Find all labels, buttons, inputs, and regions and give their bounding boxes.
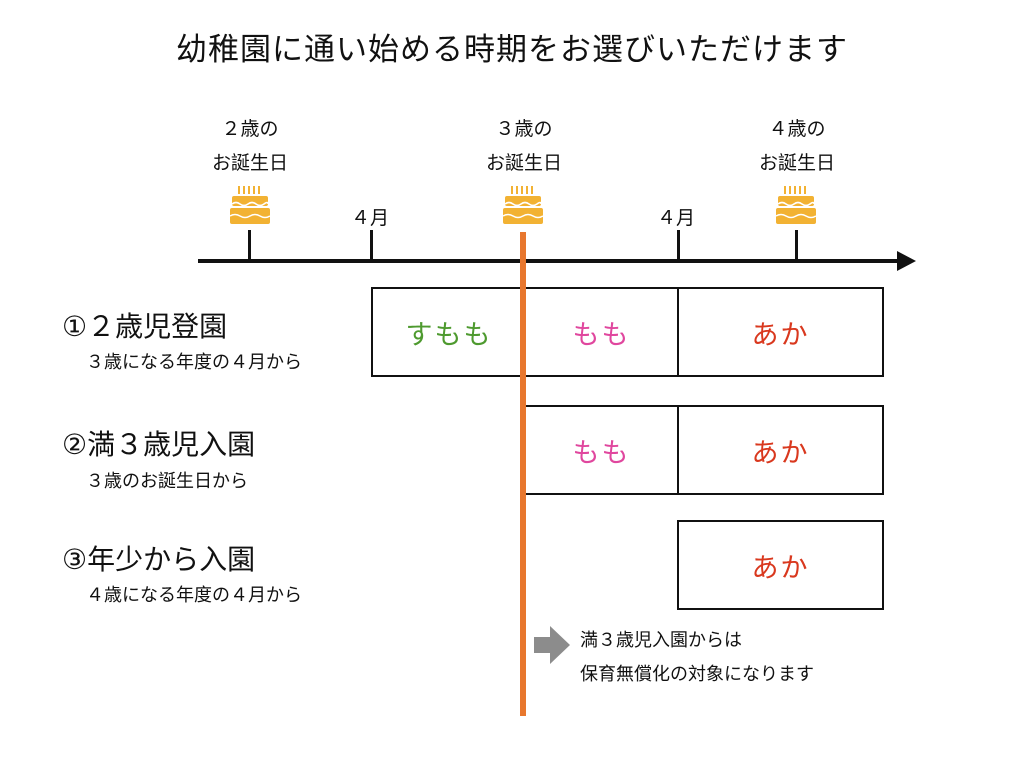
option-1-title: ①２歳児登園 — [62, 310, 228, 343]
birthday-cake-icon — [229, 186, 271, 224]
birthday-2-label: ２歳の お誕生日 — [180, 112, 320, 180]
right-arrow-icon — [534, 626, 570, 664]
class-sumomo-cell: すもも — [405, 319, 493, 351]
class-aka-cell: あか — [751, 437, 810, 469]
april-label-2: ４月 — [656, 207, 695, 229]
birthday-4-line1: ４歳の — [768, 118, 826, 140]
option-2-subtitle: ３歳のお誕生日から — [86, 471, 248, 492]
birthday-2-line1: ２歳の — [221, 118, 279, 140]
birthday-3-line1: ３歳の — [495, 118, 553, 140]
birthday-3-line2: お誕生日 — [485, 152, 562, 174]
page-title: 幼稚園に通い始める時期をお選びいただけます — [176, 32, 848, 68]
birthday-cake-icon — [775, 186, 817, 224]
option-1-bar — [371, 287, 884, 377]
option-2-title: ②満３歳児入園 — [62, 428, 256, 461]
birthday-4-line2: お誕生日 — [758, 152, 835, 174]
class-momo-cell: もも — [572, 319, 631, 351]
timeline-tick-birthday-2 — [248, 230, 251, 261]
option-3-subtitle: ４歳になる年度の４月から — [86, 585, 302, 606]
option-2-bar — [523, 405, 884, 495]
birthday-4-label: ４歳の お誕生日 — [727, 112, 867, 180]
birthday-cake-icon — [502, 186, 544, 224]
timeline-axis — [198, 259, 900, 263]
class-momo-cell: もも — [572, 437, 631, 469]
birthday-2-line2: お誕生日 — [211, 152, 288, 174]
cell-divider — [677, 289, 679, 375]
timeline-tick-april-2 — [677, 230, 680, 261]
option-3-bar — [677, 520, 884, 610]
option-1-subtitle: ３歳になる年度の４月から — [86, 352, 302, 373]
cell-divider — [677, 407, 679, 493]
class-aka-cell: あか — [751, 552, 810, 584]
option-3-title: ③年少から入園 — [62, 543, 256, 576]
third-birthday-marker-line — [520, 232, 526, 716]
note-text: 満３歳児入園からは 保育無償化の対象になります — [580, 624, 814, 692]
class-aka-cell: あか — [751, 319, 810, 351]
timeline-arrowhead — [897, 251, 916, 271]
birthday-3-label: ３歳の お誕生日 — [454, 112, 594, 180]
april-label-1: ４月 — [350, 207, 389, 229]
timeline-tick-birthday-4 — [795, 230, 798, 261]
timeline-tick-april-1 — [370, 230, 373, 261]
note-line-1: 満３歳児入園からは — [580, 630, 742, 651]
note-line-2: 保育無償化の対象になります — [580, 664, 814, 685]
